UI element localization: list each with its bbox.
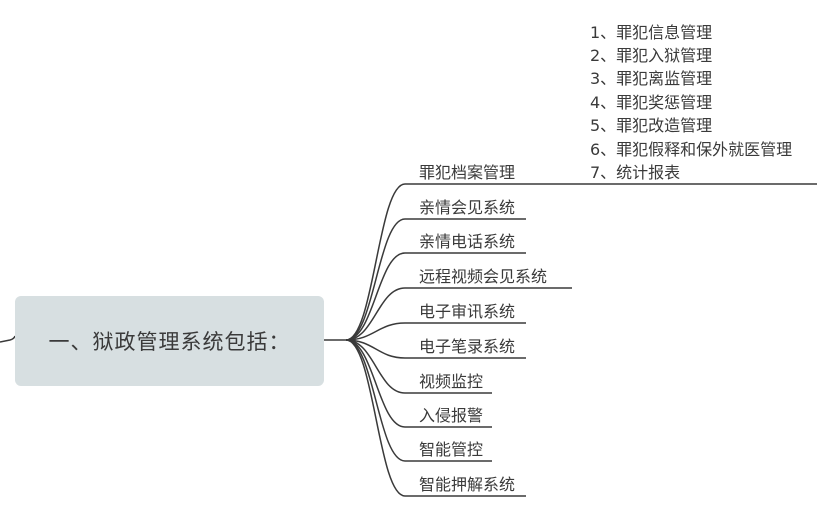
- branch-family-phone[interactable]: 亲情电话系统: [419, 232, 516, 251]
- branch-connector: [345, 218, 526, 341]
- root-topic[interactable]: 一、狱政管理系统包括：: [15, 296, 324, 386]
- root-incoming-line: [0, 335, 16, 343]
- archive-subitem[interactable]: 2、罪犯入狱管理: [590, 46, 713, 65]
- branch-connector: [345, 339, 492, 394]
- branch-connector: [345, 287, 572, 341]
- branch-electronic-interrogation[interactable]: 电子审讯系统: [419, 302, 516, 321]
- branch-connector: [345, 339, 492, 462]
- branch-connector: [345, 252, 526, 341]
- archive-subitem[interactable]: 6、罪犯假释和保外就医管理: [590, 140, 793, 159]
- branch-smart-escort[interactable]: 智能押解系统: [419, 475, 516, 494]
- archive-subitem[interactable]: 5、罪犯改造管理: [590, 116, 713, 135]
- branch-smart-control[interactable]: 智能管控: [419, 440, 484, 459]
- branch-electronic-record[interactable]: 电子笔录系统: [419, 337, 516, 356]
- archive-subitem[interactable]: 1、罪犯信息管理: [590, 23, 713, 42]
- branch-remote-video-visit[interactable]: 远程视频会见系统: [419, 267, 548, 286]
- branch-archive-management[interactable]: 罪犯档案管理: [419, 163, 516, 182]
- branch-connector: [345, 183, 817, 341]
- branch-family-visit[interactable]: 亲情会见系统: [419, 198, 516, 217]
- branch-connector: [345, 322, 526, 341]
- root-topic-label: 一、狱政管理系统包括：: [48, 330, 291, 354]
- branch-connector: [345, 339, 526, 359]
- archive-subitem[interactable]: 4、罪犯奖惩管理: [590, 93, 713, 112]
- branch-connector: [345, 339, 526, 497]
- archive-subitem[interactable]: 3、罪犯离监管理: [590, 69, 713, 88]
- branch-video-surveillance[interactable]: 视频监控: [419, 372, 484, 391]
- archive-subitem[interactable]: 7、统计报表: [590, 163, 681, 182]
- branch-intrusion-alarm[interactable]: 入侵报警: [419, 406, 484, 425]
